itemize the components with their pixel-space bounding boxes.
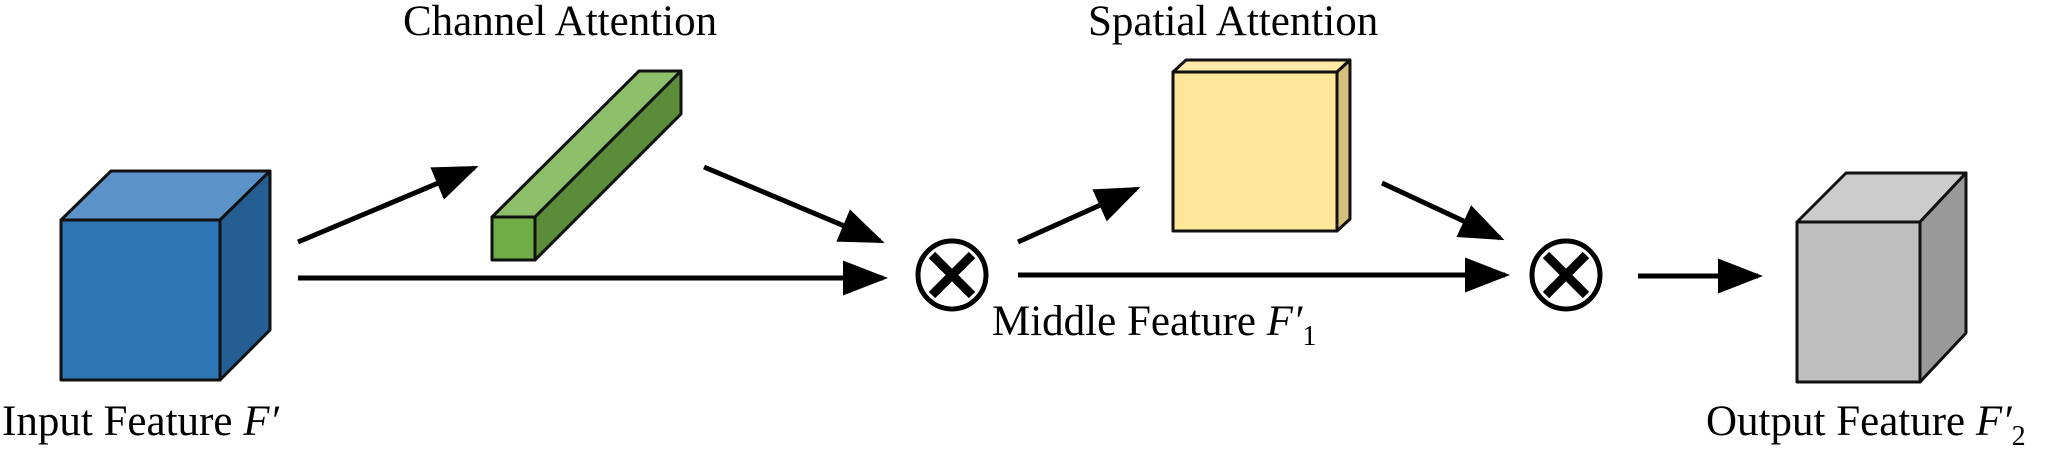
arrow-spatial-to-multiply-2 xyxy=(1380,180,1505,241)
channel-attention-label: Channel Attention xyxy=(403,0,718,45)
spatial-attention-label: Spatial Attention xyxy=(1088,0,1379,45)
middle-feature-subscript: 1 xyxy=(1302,321,1317,352)
spatial-slab-side xyxy=(1335,58,1352,233)
channel-attention-bar xyxy=(490,69,683,262)
channel-bar-front xyxy=(490,215,537,262)
middle-feature-text: Middle Feature xyxy=(992,298,1256,345)
input-feature-text: Input Feature xyxy=(2,398,233,445)
output-feature-subscript: 2 xyxy=(2011,421,2026,452)
input-feature-label: Input Feature F′ xyxy=(2,400,279,443)
multiply-operator-1-icon xyxy=(915,238,989,312)
input-cube-front xyxy=(59,218,222,382)
multiply-operator-2-icon xyxy=(1529,238,1603,312)
arrow-input-to-channel xyxy=(297,165,479,245)
input-feature-cube xyxy=(59,169,272,382)
spatial-slab-front xyxy=(1171,70,1339,233)
output-feature-cube xyxy=(1795,171,1968,384)
middle-feature-symbol: F′ xyxy=(1266,298,1303,345)
spatial-attention-slab xyxy=(1171,58,1352,233)
arrow-multiply-1-to-spatial xyxy=(1016,186,1141,245)
input-feature-symbol: F′ xyxy=(243,398,279,445)
output-cube-front xyxy=(1795,220,1922,384)
middle-feature-label: Middle Feature F′1 xyxy=(992,300,1316,351)
output-feature-label: Output Feature F′2 xyxy=(1706,400,2026,451)
output-feature-text: Output Feature xyxy=(1706,398,1966,445)
spatial-slab-top xyxy=(1171,58,1352,74)
output-feature-symbol: F′ xyxy=(1975,398,2012,445)
arrow-channel-to-multiply-1 xyxy=(703,164,885,244)
